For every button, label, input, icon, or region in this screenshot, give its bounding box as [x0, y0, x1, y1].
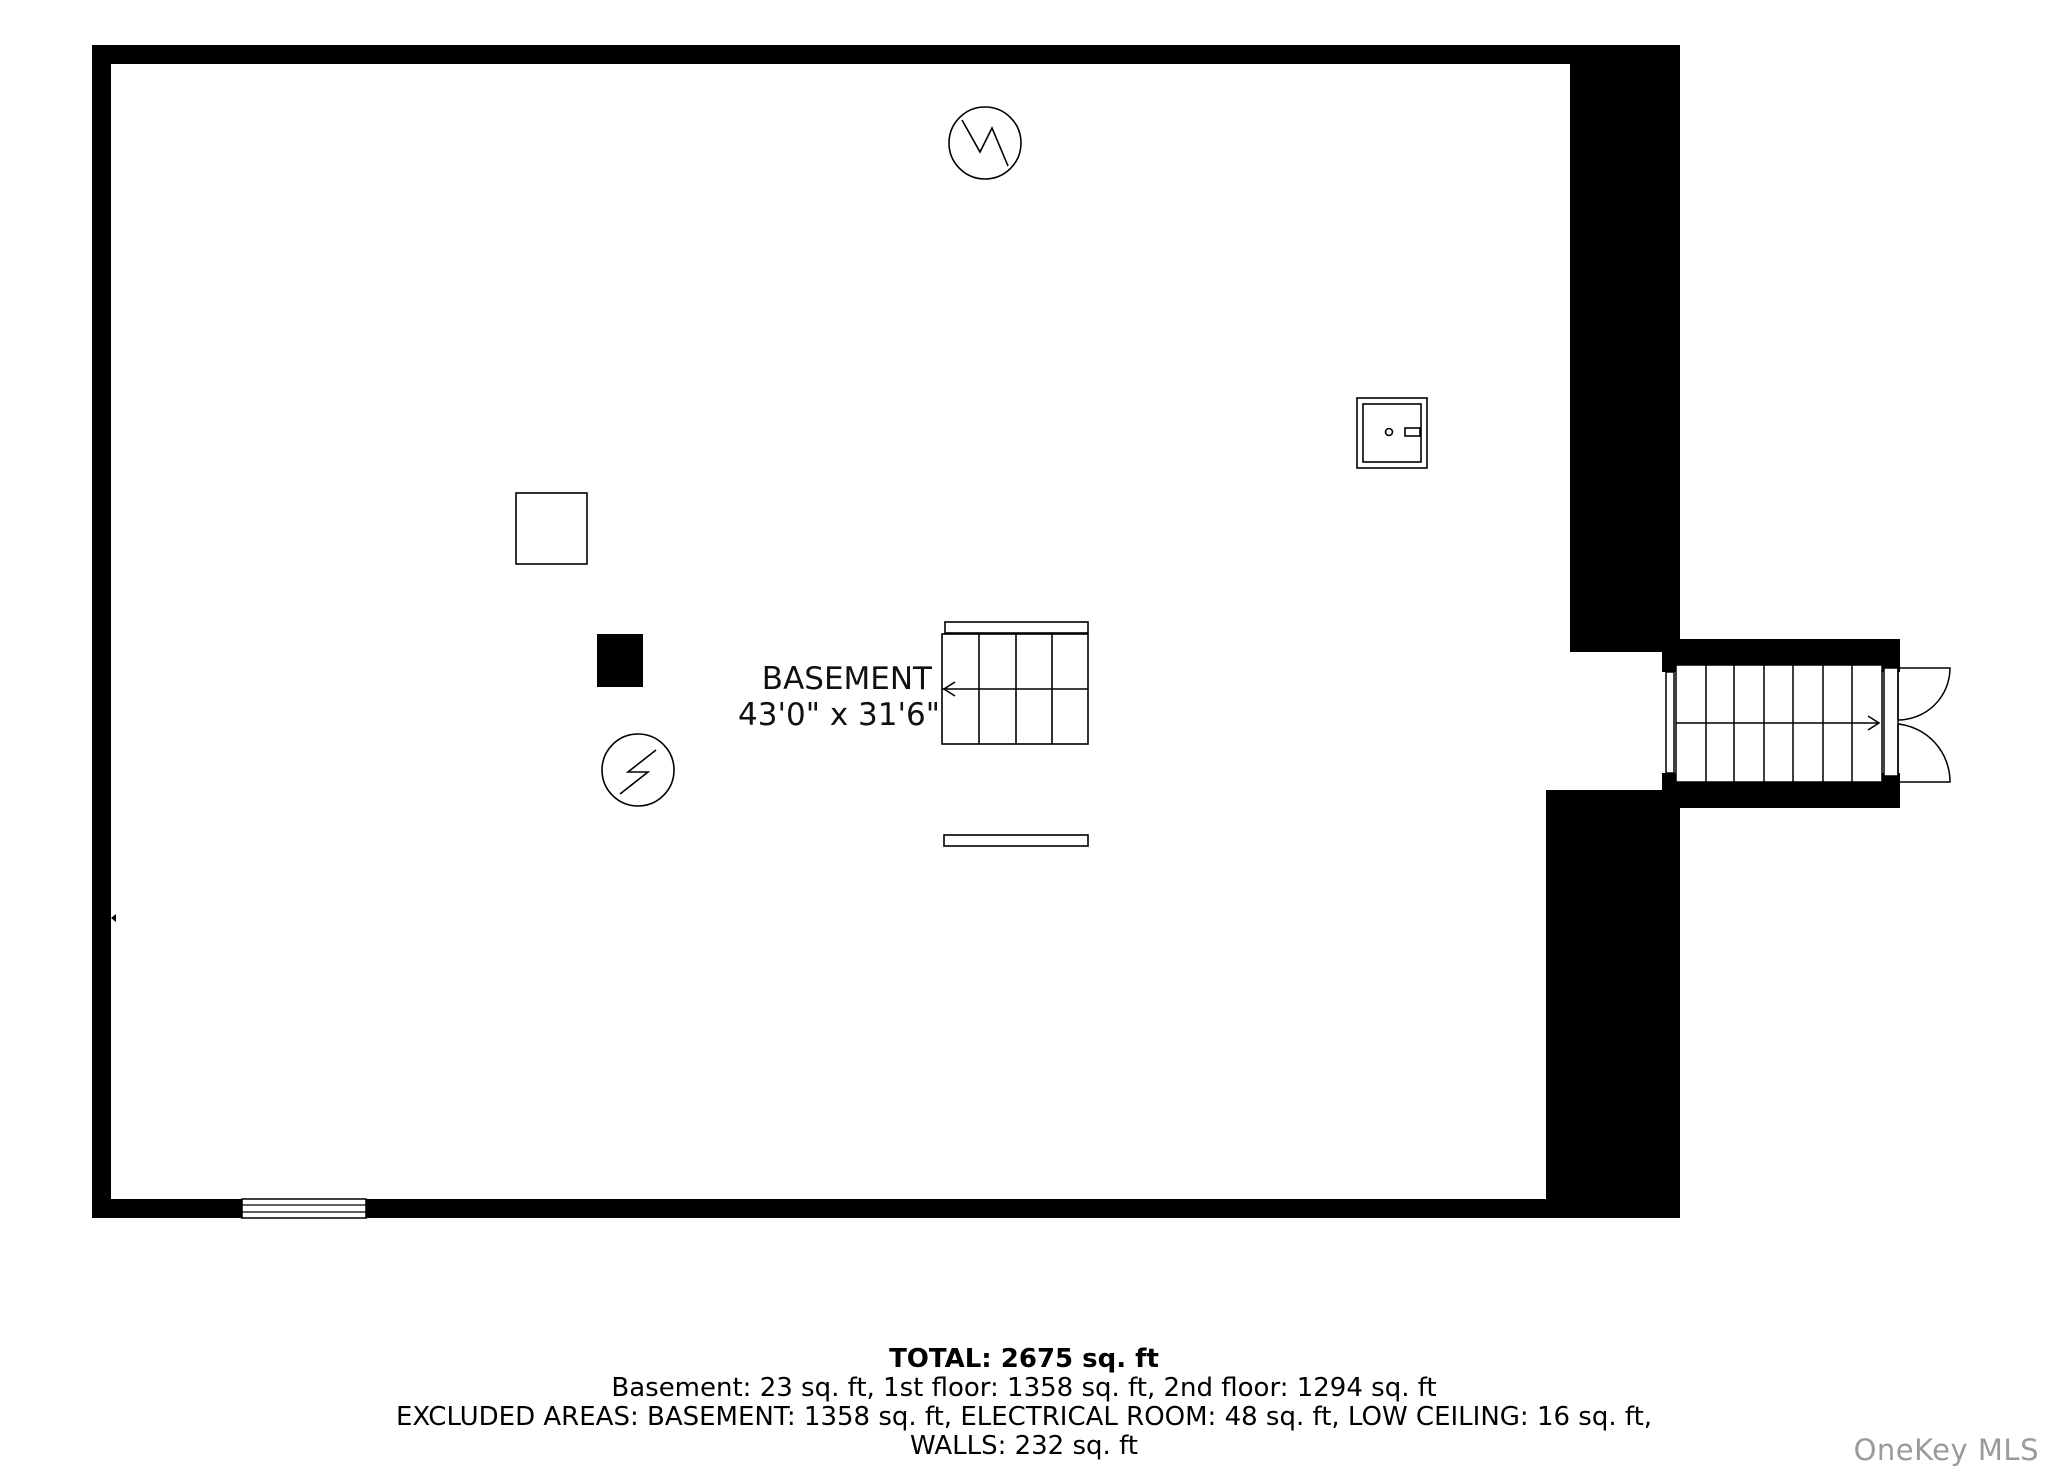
wall-marker-left [111, 914, 116, 922]
stairwell-opening-right [1883, 667, 1899, 777]
area-summary: TOTAL: 2675 sq. ft Basement: 23 sq. ft, … [0, 1345, 2048, 1461]
electrical-panel-icon [601, 733, 675, 807]
wall-marker-top [838, 59, 846, 64]
stairwell-wall-bottom [1662, 782, 1900, 808]
exterior-door-icon [1897, 667, 1951, 783]
room-name: BASEMENT [762, 661, 933, 697]
excluded-areas-line1: EXCLUDED AREAS: BASEMENT: 1358 sq. ft, E… [395, 1402, 1653, 1432]
stairs-icon [941, 621, 1089, 847]
stairwell-wall-top [1662, 639, 1900, 665]
stairwell-jamb-left-bottom [1662, 773, 1676, 782]
wall-marker-bottom [838, 1199, 846, 1204]
stairwell-jamb-left-top [1662, 665, 1676, 672]
exterior-walls [92, 45, 1680, 1218]
room-dimensions: 43'0" x 31'6" [738, 697, 940, 733]
excluded-areas-line2: WALLS: 232 sq. ft [910, 1431, 1138, 1461]
window-icon [241, 1198, 367, 1219]
exterior-stairs-icon [1675, 664, 1883, 783]
column-icon [597, 634, 643, 687]
stairwell-opening-left [1665, 671, 1675, 774]
total-area: TOTAL: 2675 sq. ft [889, 1344, 1159, 1374]
floor-areas: Basement: 23 sq. ft, 1st floor: 1358 sq.… [611, 1373, 1437, 1403]
water-heater-icon [948, 106, 1022, 180]
equipment-box-icon [515, 492, 588, 565]
stairwell-jamb-right-bottom [1882, 773, 1900, 782]
watermark: OneKey MLS [1853, 1433, 2039, 1467]
sink-icon [1356, 397, 1428, 469]
